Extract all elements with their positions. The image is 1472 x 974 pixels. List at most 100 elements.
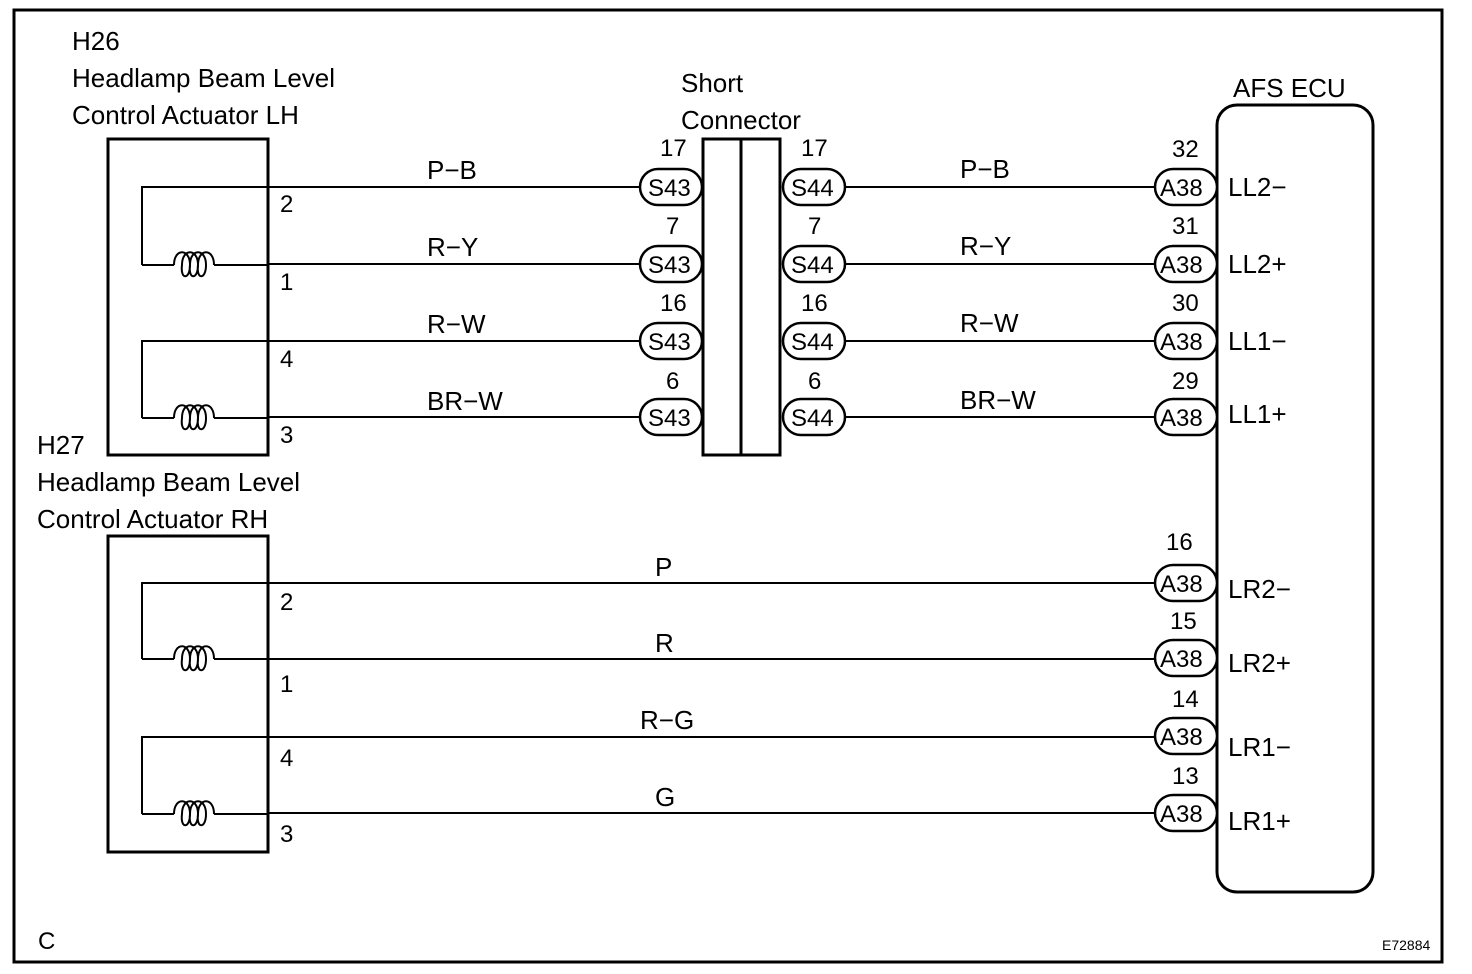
rh-pin-label: 4 bbox=[280, 745, 293, 772]
connector-a38 bbox=[1153, 397, 1219, 437]
connector-pin-number: 17 bbox=[801, 135, 828, 162]
corner-label: C bbox=[38, 928, 55, 955]
connector-a38-label: A38 bbox=[1160, 571, 1203, 598]
connector-a38-label: A38 bbox=[1160, 329, 1203, 356]
connector-s44 bbox=[781, 244, 847, 284]
wire-color-label: P−B bbox=[427, 155, 477, 185]
connector-pin-number: 16 bbox=[1166, 529, 1193, 556]
connector-s44-label: S44 bbox=[791, 252, 834, 279]
wire-color-label: R−G bbox=[640, 705, 694, 735]
connector-a38 bbox=[1153, 716, 1219, 756]
connector-a38 bbox=[1153, 638, 1219, 678]
connector-pin-number: 16 bbox=[801, 290, 828, 317]
connector-a38-label: A38 bbox=[1160, 801, 1203, 828]
connector-s44 bbox=[781, 397, 847, 437]
wire-color-label: R bbox=[655, 628, 674, 658]
connector-s44 bbox=[781, 321, 847, 361]
ecu-terminal-label: LR2+ bbox=[1228, 648, 1291, 678]
lh-wire-row: BR−W BR−W 6 6 29 S43 S44 A38 LL1+ bbox=[268, 368, 1287, 437]
wire-color-label: G bbox=[655, 782, 675, 812]
connector-pin-number: 31 bbox=[1172, 213, 1199, 240]
connector-s44-label: S44 bbox=[791, 175, 834, 202]
short-connector-title-line1: Short bbox=[681, 68, 744, 98]
connector-s44 bbox=[781, 167, 847, 207]
connector-pin-number: 14 bbox=[1172, 686, 1199, 713]
ecu-title: AFS ECU bbox=[1233, 73, 1346, 103]
connector-pin-number: 30 bbox=[1172, 290, 1199, 317]
rh-wire-row: G 13 A38 LR1+ bbox=[268, 763, 1291, 836]
lh-wire-row: R−W R−W 16 16 30 S43 S44 A38 LL1− bbox=[268, 290, 1287, 361]
lh-actuator-box bbox=[106, 137, 270, 457]
rh-wire-row: R−G 14 A38 LR1− bbox=[268, 686, 1291, 762]
wire-color-label: R−Y bbox=[960, 231, 1011, 261]
connector-s43 bbox=[638, 321, 704, 361]
connector-pin-number: 16 bbox=[660, 290, 687, 317]
connector-a38-label: A38 bbox=[1160, 646, 1203, 673]
lh-wire-row: R−Y R−Y 7 7 31 S43 S44 A38 LL2+ bbox=[268, 213, 1287, 284]
connector-pin-number: 32 bbox=[1172, 136, 1199, 163]
connector-a38 bbox=[1153, 321, 1219, 361]
lh-pin-label: 4 bbox=[280, 346, 293, 373]
rh-pin-label: 2 bbox=[280, 589, 293, 616]
connector-pin-number: 6 bbox=[666, 368, 679, 395]
connector-pin-number: 7 bbox=[666, 213, 679, 240]
ecu-terminal-label: LR1− bbox=[1228, 732, 1291, 762]
wire-color-label: P−B bbox=[960, 154, 1010, 184]
connector-a38 bbox=[1153, 563, 1219, 603]
connector-s43-label: S43 bbox=[648, 252, 691, 279]
lh-wire-row: P−B P−B 17 17 32 S43 S44 A38 LL2− bbox=[268, 135, 1287, 207]
wire-color-label: R−W bbox=[427, 309, 486, 339]
ecu-terminal-label: LL2+ bbox=[1228, 249, 1287, 279]
lh-code: H26 bbox=[72, 26, 120, 56]
connector-pin-number: 6 bbox=[808, 368, 821, 395]
lh-coil-upper bbox=[141, 186, 268, 278]
lh-pin-label: 2 bbox=[280, 191, 293, 218]
rh-wire-row: R 15 A38 LR2+ bbox=[268, 608, 1291, 678]
rh-coil-lower bbox=[141, 736, 268, 827]
connector-s43 bbox=[638, 244, 704, 284]
rh-coil-upper bbox=[141, 582, 268, 672]
connector-a38 bbox=[1153, 793, 1219, 833]
connector-pin-number: 13 bbox=[1172, 763, 1199, 790]
short-connector-body-right bbox=[739, 137, 782, 457]
connector-a38 bbox=[1153, 244, 1219, 284]
ecu-terminal-label: LR1+ bbox=[1228, 806, 1291, 836]
rh-code: H27 bbox=[37, 430, 85, 460]
rh-title-line2: Control Actuator RH bbox=[37, 504, 268, 534]
lh-pin-label: 1 bbox=[280, 269, 293, 296]
wire-color-label: R−Y bbox=[427, 232, 478, 262]
wire-color-label: BR−W bbox=[427, 386, 503, 416]
wire-color-label: BR−W bbox=[960, 385, 1036, 415]
lh-coil-lower bbox=[141, 340, 268, 431]
rh-title-line1: Headlamp Beam Level bbox=[37, 467, 300, 497]
connector-a38-label: A38 bbox=[1160, 175, 1203, 202]
figure-code: E72884 bbox=[1382, 937, 1430, 953]
ecu-terminal-label: LL2− bbox=[1228, 172, 1287, 202]
connector-s44-label: S44 bbox=[791, 329, 834, 356]
short-connector-title-line2: Connector bbox=[681, 105, 801, 135]
rh-pin-label: 1 bbox=[280, 671, 293, 698]
diagram-frame bbox=[12, 8, 1444, 964]
connector-s43-label: S43 bbox=[648, 175, 691, 202]
connector-s43-label: S43 bbox=[648, 329, 691, 356]
lh-pin-label: 3 bbox=[280, 422, 293, 449]
wire-color-label: R−W bbox=[960, 308, 1019, 338]
rh-wire-row: P 16 A38 LR2− bbox=[268, 529, 1291, 604]
rh-actuator-box bbox=[106, 534, 270, 854]
connector-pin-number: 17 bbox=[660, 135, 687, 162]
connector-s44-label: S44 bbox=[791, 405, 834, 432]
connector-a38-label: A38 bbox=[1160, 405, 1203, 432]
short-connector-body-left bbox=[701, 137, 743, 457]
connector-pin-number: 29 bbox=[1172, 368, 1199, 395]
wire-color-label: P bbox=[655, 552, 672, 582]
ecu-box bbox=[1215, 103, 1375, 894]
connector-s43-label: S43 bbox=[648, 405, 691, 432]
connector-pin-number: 15 bbox=[1170, 608, 1197, 635]
connector-s43 bbox=[638, 397, 704, 437]
ecu-terminal-label: LL1+ bbox=[1228, 399, 1287, 429]
ecu-terminal-label: LL1− bbox=[1228, 326, 1287, 356]
connector-s43 bbox=[638, 167, 704, 207]
lh-title-line1: Headlamp Beam Level bbox=[72, 63, 335, 93]
lh-title-line2: Control Actuator LH bbox=[72, 100, 299, 130]
